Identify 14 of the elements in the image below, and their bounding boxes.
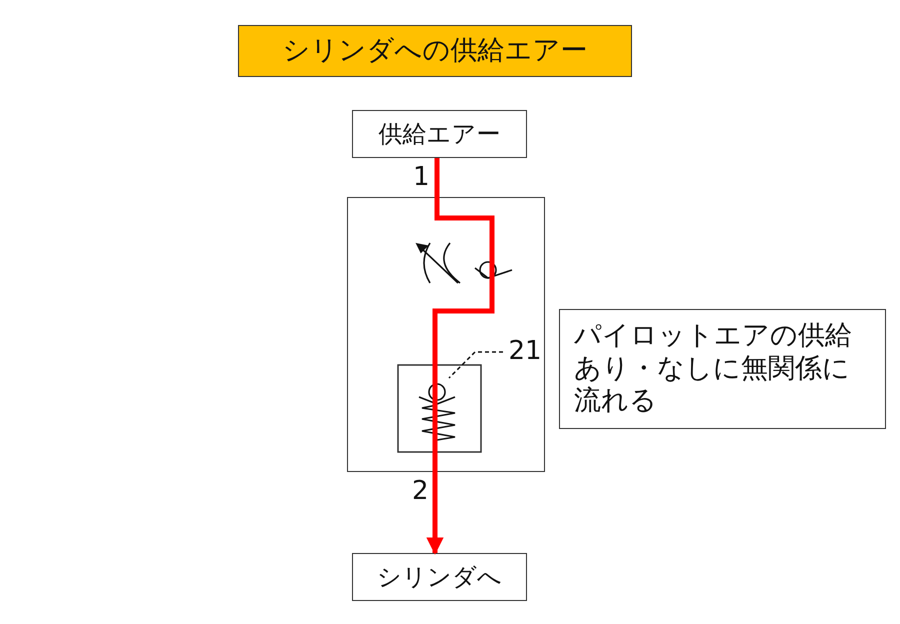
title-box bbox=[238, 25, 632, 77]
box-text: シリンダへの供給エアー bbox=[282, 34, 588, 68]
port-box bbox=[352, 553, 527, 601]
port-number: 2 bbox=[412, 476, 429, 506]
box-text: シリンダへ bbox=[377, 562, 502, 592]
leader-line bbox=[448, 351, 503, 379]
note-box bbox=[559, 309, 886, 429]
port-number: 1 bbox=[413, 162, 430, 192]
port-box bbox=[352, 110, 527, 158]
valve-body bbox=[347, 197, 545, 472]
box-text: 供給エアー bbox=[378, 120, 500, 148]
box-text: パイロットエアの供給あり・なしに無関係に流れる bbox=[574, 320, 853, 418]
flow-arrow bbox=[426, 158, 494, 555]
callout-number: 21 bbox=[508, 336, 542, 368]
